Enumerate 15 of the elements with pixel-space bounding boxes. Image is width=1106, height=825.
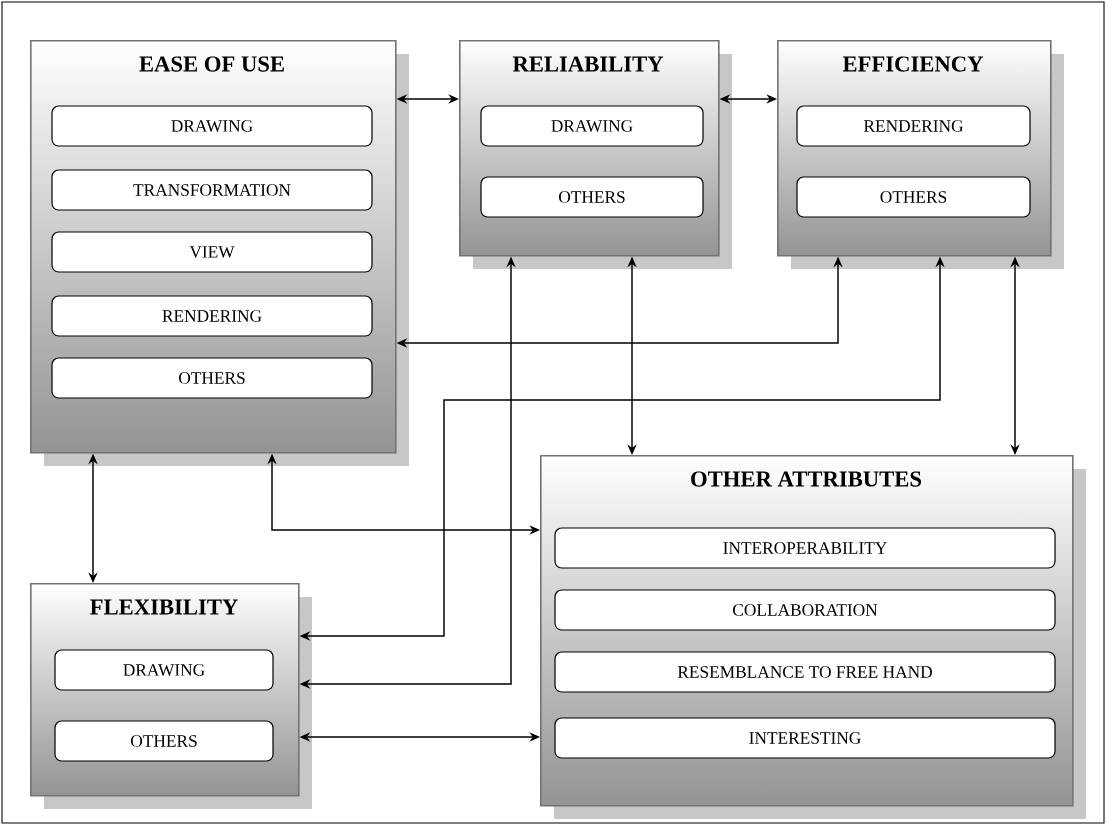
attribute-box: DRAWING — [480, 105, 704, 147]
attribute-box: OTHERS — [54, 720, 274, 762]
attribute-box: RENDERING — [51, 295, 373, 337]
attribute-box: TRANSFORMATION — [51, 169, 373, 211]
attribute-box: INTERESTING — [554, 717, 1056, 759]
attribute-box: VIEW — [51, 231, 373, 273]
attribute-box: RENDERING — [796, 105, 1031, 147]
attribute-box: OTHERS — [480, 176, 704, 218]
attribute-box: OTHERS — [51, 357, 373, 399]
attribute-box: COLLABORATION — [554, 589, 1056, 631]
attribute-box: INTEROPERABILITY — [554, 527, 1056, 569]
attribute-box: RESEMBLANCE TO FREE HAND — [554, 651, 1056, 693]
attribute-box: OTHERS — [796, 176, 1031, 218]
attribute-box: DRAWING — [51, 105, 373, 147]
attribute-box: DRAWING — [54, 649, 274, 691]
